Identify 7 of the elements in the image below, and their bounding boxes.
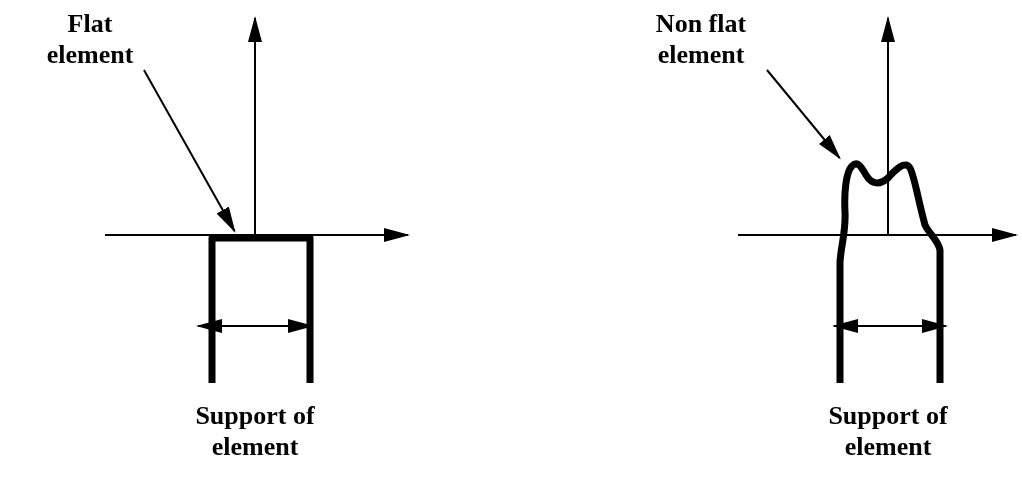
leader-line [766,69,841,160]
leader-line [143,69,236,233]
dimension-label: Support of element [827,400,949,462]
callout-text: Flat element [30,8,150,70]
callout-text: Non flat element [635,8,767,70]
dimension-label: Support of element [194,400,316,462]
non-flat-element-outline [834,158,946,385]
